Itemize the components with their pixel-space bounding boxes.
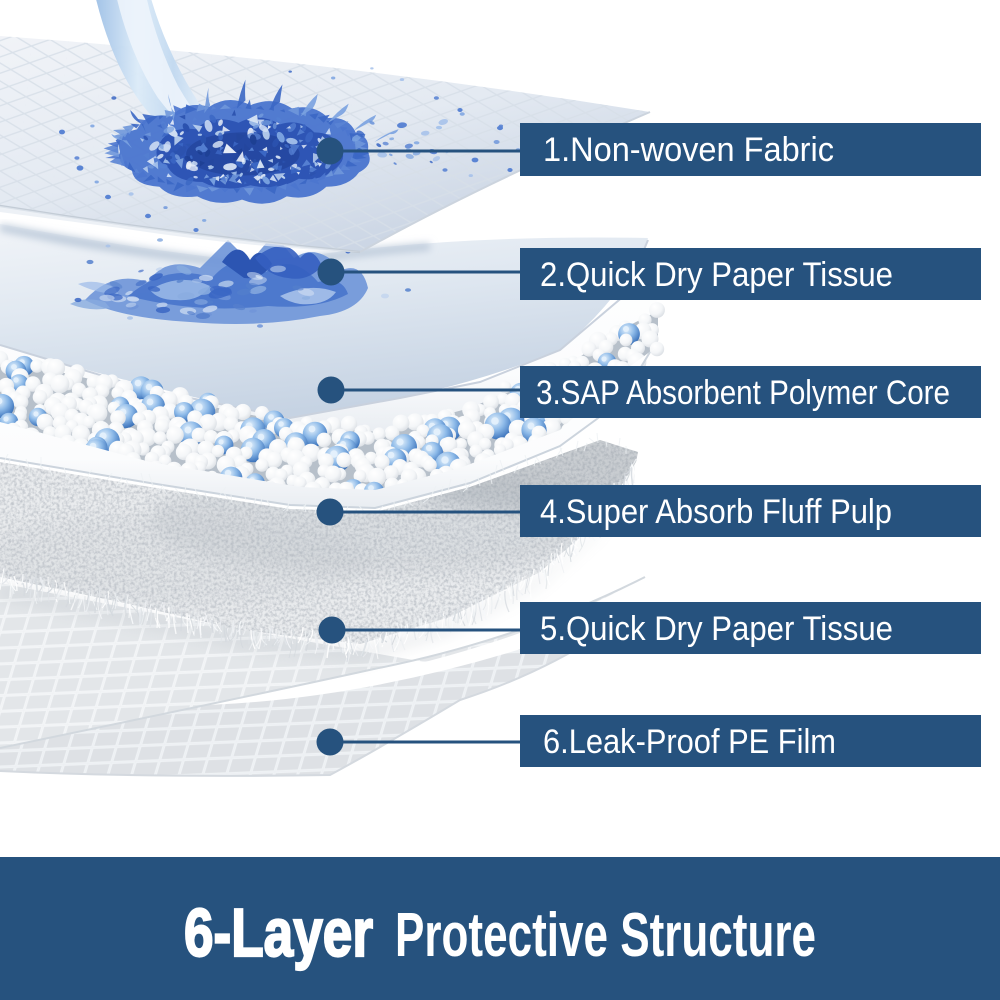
svg-text:5.Quick Dry Paper Tissue: 5.Quick Dry Paper Tissue (540, 610, 893, 648)
svg-text:1.Non-woven Fabric: 1.Non-woven Fabric (543, 131, 834, 169)
svg-text:6.Leak-Proof PE Film: 6.Leak-Proof PE Film (543, 723, 836, 761)
svg-text:3.SAP Absorbent Polymer Core: 3.SAP Absorbent Polymer Core (536, 374, 950, 412)
svg-text:2.Quick Dry Paper Tissue: 2.Quick Dry Paper Tissue (540, 256, 893, 294)
svg-text:4.Super Absorb Fluff Pulp: 4.Super Absorb Fluff Pulp (540, 493, 892, 531)
svg-text:Protective Structure: Protective Structure (395, 901, 816, 970)
svg-text:6-Layer: 6-Layer (184, 895, 373, 971)
